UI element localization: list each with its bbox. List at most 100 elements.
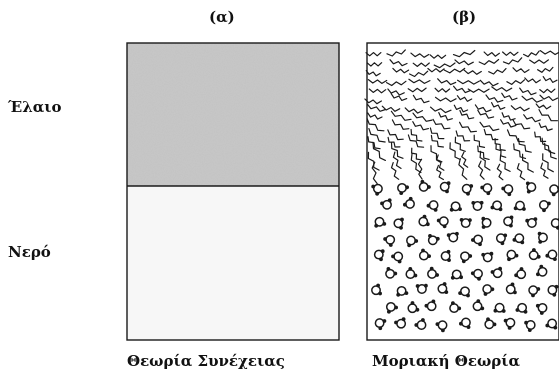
water-molecule xyxy=(387,303,398,314)
oil-chain-molecule xyxy=(539,110,557,121)
oil-chain-molecule xyxy=(413,63,429,66)
water-molecule xyxy=(371,185,382,196)
oil-chain-molecule xyxy=(419,159,423,179)
water-molecule xyxy=(398,184,409,195)
oil-chain-molecule xyxy=(388,130,403,140)
water-molecule xyxy=(514,267,525,278)
water-molecule xyxy=(516,304,528,314)
water-molecule xyxy=(545,319,557,329)
water-molecule xyxy=(441,250,451,262)
oil-chain-molecule xyxy=(479,60,498,65)
water-molecule xyxy=(552,218,559,230)
oil-chain-molecule xyxy=(368,113,382,119)
oil-chain-molecule xyxy=(480,151,490,170)
water-molecule xyxy=(447,232,459,242)
oil-chain-molecule xyxy=(484,52,499,56)
water-molecule xyxy=(501,185,512,196)
oil-chain-molecule xyxy=(462,152,468,167)
oil-molecules xyxy=(365,50,559,184)
oil-chain-molecule xyxy=(391,111,411,120)
water-molecule xyxy=(460,218,472,227)
oil-chain-molecule xyxy=(388,137,400,147)
oil-chain-molecule xyxy=(538,67,553,72)
water-molecule xyxy=(458,287,470,297)
oil-chain-molecule xyxy=(539,123,552,130)
water-molecule xyxy=(536,265,547,276)
water-molecule xyxy=(406,267,417,278)
water-molecule xyxy=(436,321,447,332)
water-molecule xyxy=(491,267,502,278)
water-molecule xyxy=(396,287,408,297)
oil-chain-molecule xyxy=(513,120,530,129)
oil-chain-molecule xyxy=(411,130,422,142)
oil-chain-molecule xyxy=(480,80,498,86)
water-molecule xyxy=(461,252,472,263)
water-molecule xyxy=(420,180,431,191)
water-molecule xyxy=(483,285,494,296)
oil-chain-molecule xyxy=(474,135,484,147)
water-molecule xyxy=(428,234,440,245)
water-molecule xyxy=(437,217,448,228)
panel-b-label: (β) xyxy=(452,8,476,26)
water-molecule xyxy=(550,185,559,196)
water-molecules xyxy=(371,180,559,332)
oil-chain-molecule xyxy=(367,104,385,111)
water-molecule xyxy=(419,215,430,226)
oil-chain-molecule xyxy=(368,80,386,84)
water-molecule xyxy=(507,250,518,261)
water-molecule xyxy=(420,249,431,260)
oil-chain-molecule xyxy=(405,108,422,113)
water-molecule xyxy=(416,284,428,293)
water-molecule xyxy=(451,270,463,280)
oil-chain-molecule xyxy=(497,164,503,180)
oil-chain-molecule xyxy=(520,88,536,95)
oil-chain-molecule xyxy=(492,103,505,110)
water-molecule xyxy=(525,217,537,227)
oil-chain-molecule xyxy=(366,71,380,76)
oil-chain-molecule xyxy=(457,96,471,102)
panel-a-caption: Θεωρία Συνέχειας xyxy=(127,352,285,370)
water-molecule xyxy=(497,234,507,246)
water-molecule xyxy=(394,317,405,328)
water-molecule xyxy=(441,181,451,193)
water-molecule xyxy=(538,232,548,244)
water-molecule xyxy=(529,286,540,297)
oil-chain-molecule xyxy=(410,71,428,76)
water-molecule xyxy=(471,201,483,210)
oil-chain-molecule xyxy=(450,143,460,160)
oil-chain-molecule xyxy=(408,88,426,92)
oil-chain-molecule xyxy=(543,77,557,83)
oil-chain-molecule xyxy=(502,93,517,100)
oil-chain-molecule xyxy=(542,138,555,153)
oil-chain-molecule xyxy=(388,89,404,95)
oil-chain-molecule xyxy=(478,146,489,159)
oil-chain-molecule xyxy=(540,51,559,55)
oil-chain-molecule xyxy=(454,105,467,112)
water-molecule xyxy=(491,201,503,211)
water-molecule xyxy=(427,201,438,212)
oil-layer-label: Έλαιο xyxy=(8,98,62,116)
water-molecule xyxy=(507,283,517,295)
oil-chain-molecule xyxy=(435,88,450,92)
oil-chain-molecule xyxy=(413,113,432,121)
oil-chain-molecule xyxy=(438,79,456,85)
water-molecule xyxy=(372,284,382,296)
oil-chain-molecule xyxy=(459,159,467,180)
oil-grain-texture xyxy=(127,43,339,186)
oil-chain-molecule xyxy=(456,131,469,141)
oil-chain-molecule xyxy=(387,50,405,56)
water-molecule xyxy=(403,197,414,208)
oil-chain-molecule xyxy=(387,81,406,85)
oil-chain-molecule xyxy=(525,78,541,83)
water-molecule xyxy=(463,184,474,196)
oil-chain-molecule xyxy=(366,53,381,56)
water-molecule xyxy=(375,319,386,330)
water-molecule xyxy=(540,201,551,212)
oil-chain-molecule xyxy=(454,51,475,57)
oil-chain-molecule xyxy=(368,152,379,170)
water-molecule xyxy=(494,304,506,313)
water-molecule xyxy=(391,252,402,263)
water-molecule xyxy=(504,319,515,330)
water-molecule xyxy=(374,218,386,228)
oil-chain-molecule xyxy=(513,68,529,73)
